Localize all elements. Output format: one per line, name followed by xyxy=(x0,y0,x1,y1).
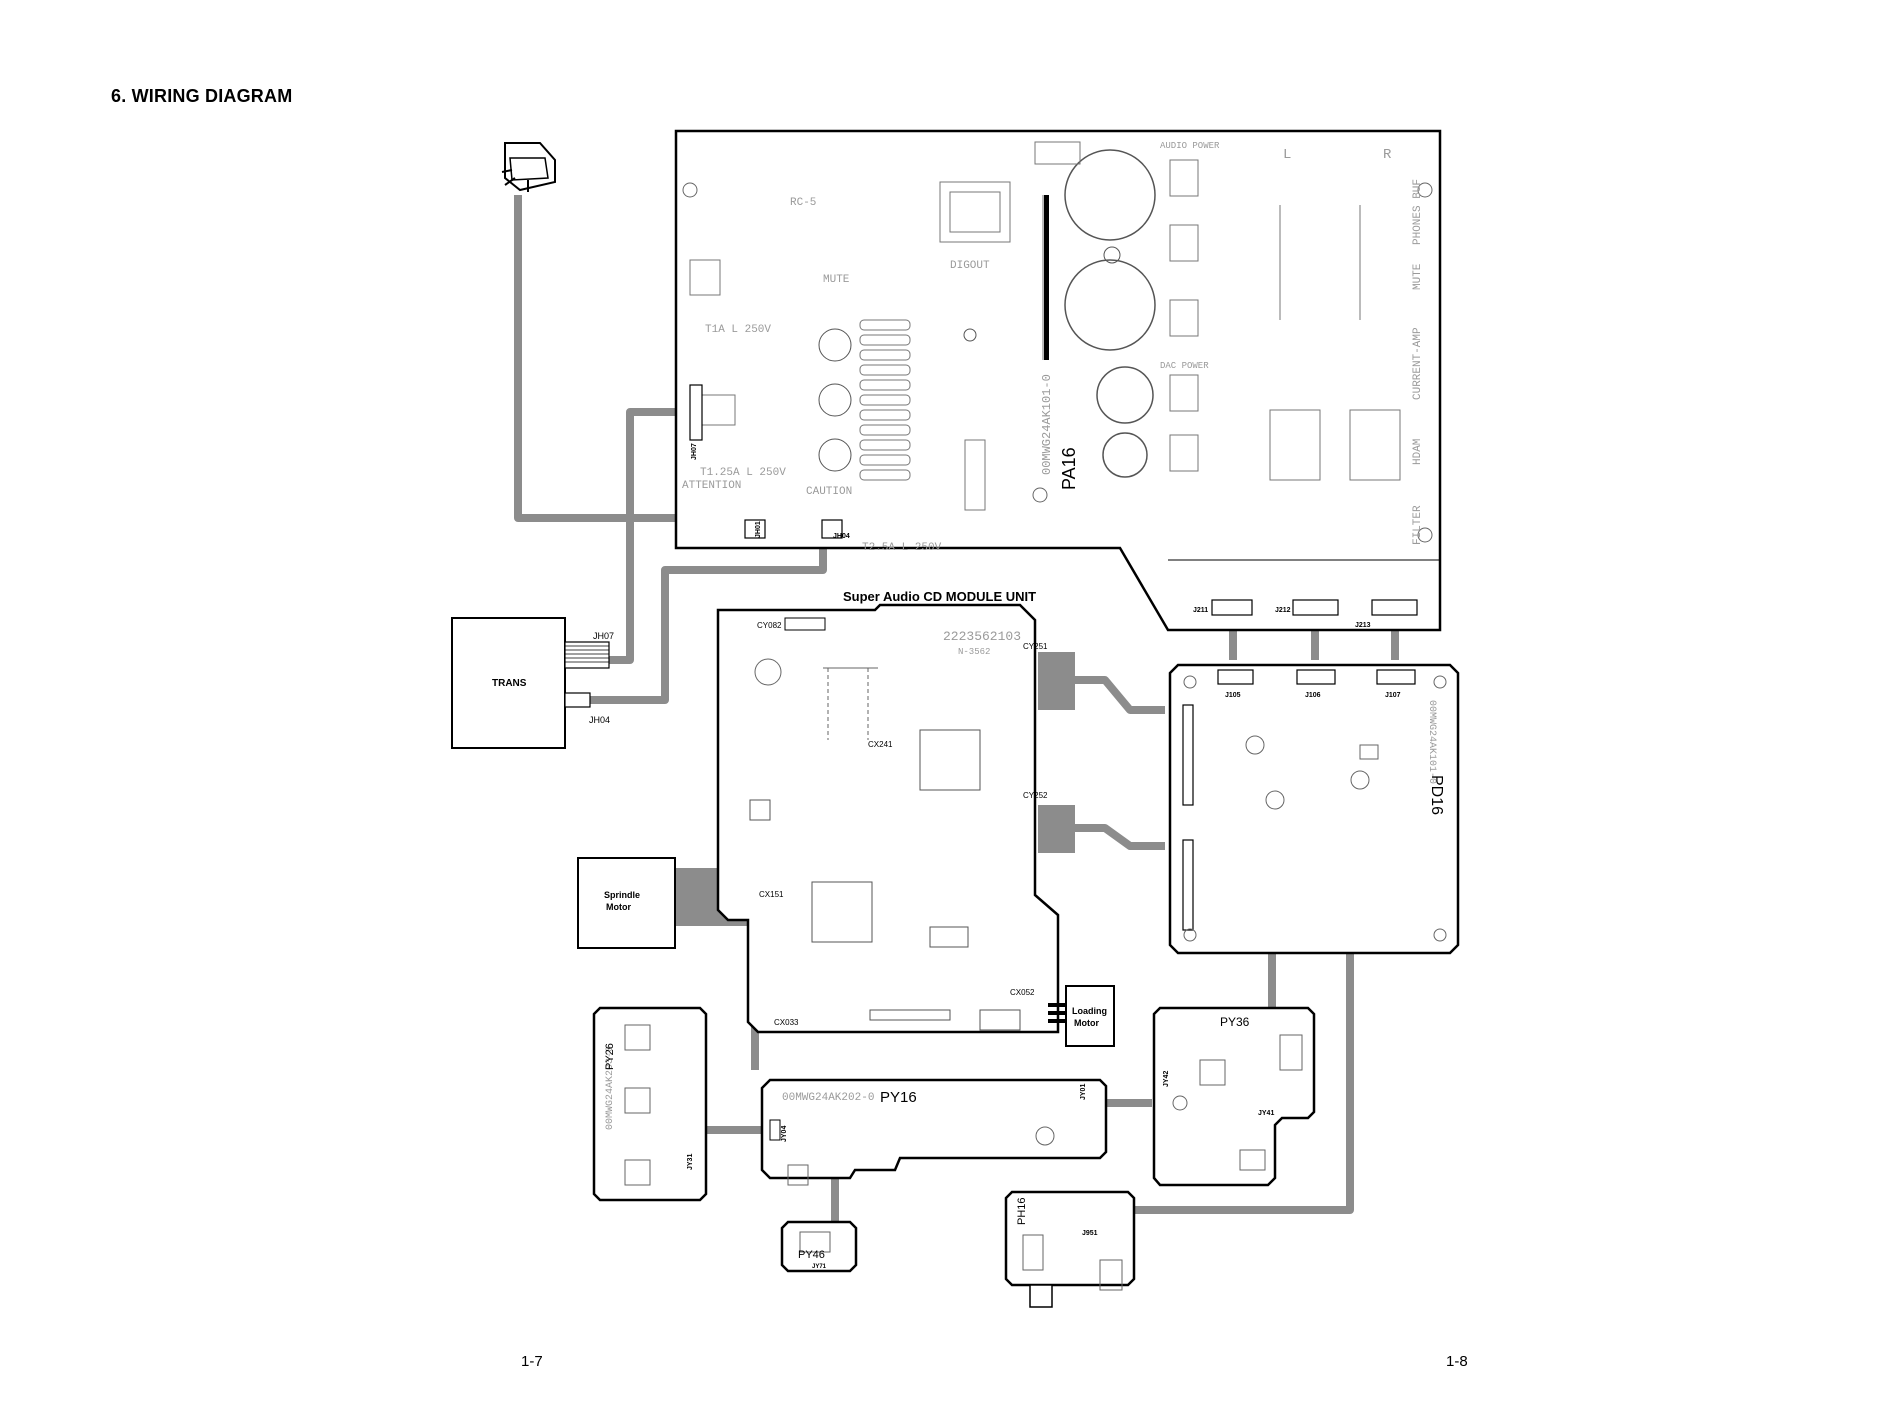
silk-caution: CAUTION xyxy=(806,486,852,498)
silk-side-2: MUTE xyxy=(1412,263,1424,290)
loading-motor-line1: Loading xyxy=(1072,1006,1107,1016)
connector-cx151: CX151 xyxy=(759,890,784,899)
board-py16: 00MWG24AK202-0 PY16 JY01 JY04 xyxy=(760,1078,1108,1186)
trans-jh07-label: JH07 xyxy=(593,631,614,641)
silk-l: L xyxy=(1283,147,1291,163)
pd16-board-name: PD16 xyxy=(1428,775,1445,815)
silk-fuse-1: T1A L 250V xyxy=(705,324,771,336)
pa16-board-name: PA16 xyxy=(1059,447,1079,490)
page-number-left: 1-7 xyxy=(521,1353,543,1370)
connector-cy252: CY252 xyxy=(1023,791,1048,800)
connector-jy04: JY04 xyxy=(781,1126,788,1142)
connector-j105: J105 xyxy=(1225,692,1241,699)
connector-j951: J951 xyxy=(1082,1230,1098,1237)
connector-jy41: JY41 xyxy=(1258,1110,1274,1117)
silk-fuse-2: T1.25A L 250V xyxy=(700,467,786,479)
silk-side-4: HDAM xyxy=(1412,439,1424,465)
py16-board-name: PY16 xyxy=(880,1089,917,1106)
spindle-motor-line1: Sprindle xyxy=(604,890,640,900)
cable-jh07 xyxy=(600,408,690,664)
connector-j212: J212 xyxy=(1275,607,1291,614)
silk-r: R xyxy=(1383,147,1392,163)
cable-jh04 xyxy=(590,525,827,704)
connector-jy71: JY71 xyxy=(812,1264,827,1270)
connector-cx241: CX241 xyxy=(868,740,893,749)
page-title: 6. WIRING DIAGRAM xyxy=(111,86,293,106)
board-py46: PY46 JY71 xyxy=(780,1220,858,1273)
connector-j106: J106 xyxy=(1305,692,1321,699)
pd16-part-number: 00MWG24AK101-0 xyxy=(1426,700,1437,784)
trans-label: TRANS xyxy=(492,678,527,689)
connector-jh04: JH04 xyxy=(833,533,850,540)
silk-side-1: PHONES BUF xyxy=(1412,179,1424,245)
connector-cx052: CX052 xyxy=(1010,988,1035,997)
silk-dac-power: DAC POWER xyxy=(1160,361,1209,371)
board-pa16: RC-5 MUTE DIGOUT T1A L 250V T1.25A L 250… xyxy=(674,129,1442,632)
connector-j107: J107 xyxy=(1385,692,1401,699)
board-sacd-module: Super Audio CD MODULE UNIT 2223562103 N-… xyxy=(716,589,1060,1034)
ph16-board-name: PH16 xyxy=(1016,1197,1028,1225)
silk-side-3: CURRENT-AMP xyxy=(1412,327,1424,400)
ribbon-cy252 xyxy=(1038,805,1075,853)
connector-jh07: JH07 xyxy=(691,443,698,460)
py26-board-name: PY26 xyxy=(604,1043,616,1070)
silk-fuse-3: T2.5A L 250V xyxy=(862,542,942,554)
cable-pd16-ph16 xyxy=(1128,925,1354,1214)
py36-board-name: PY36 xyxy=(1220,1015,1250,1029)
connector-jh01: JH01 xyxy=(755,521,762,538)
trans-jh04-label: JH04 xyxy=(589,715,610,725)
connector-j211: J211 xyxy=(1193,607,1208,614)
pa16-part-number: 00MWG24AK101-0 xyxy=(1040,374,1054,475)
silk-mute: MUTE xyxy=(823,274,850,286)
spindle-motor-line2: Motor xyxy=(606,902,631,912)
board-pd16: J105 J106 J107 00MWG24AK101-0 PD16 xyxy=(1168,663,1460,955)
silk-attention: ATTENTION xyxy=(682,480,741,492)
cable-cy252 xyxy=(1075,824,1165,850)
loading-motor-line2: Motor xyxy=(1074,1018,1099,1028)
silk-side-5: FILTER xyxy=(1412,505,1424,545)
connector-jy31: JY31 xyxy=(687,1154,694,1170)
spindle-motor-block: Sprindle Motor xyxy=(577,857,676,949)
board-py26: 00MWG24AK203-0 PY26 JY31 xyxy=(592,1006,708,1202)
connector-cy251: CY251 xyxy=(1023,642,1048,651)
connector-jy01: JY01 xyxy=(1080,1084,1087,1100)
board-py36: PY36 JY41 JY42 xyxy=(1152,1006,1316,1187)
ac-inlet xyxy=(501,142,556,192)
sacd-code-1: 2223562103 xyxy=(943,629,1021,644)
py16-part-number: 00MWG24AK202-0 xyxy=(782,1092,874,1104)
ribbon-cy251 xyxy=(1038,652,1075,710)
connector-cy082: CY082 xyxy=(757,621,782,630)
silk-digout: DIGOUT xyxy=(950,260,990,272)
connector-j213: J213 xyxy=(1355,622,1371,629)
connector-cx033: CX033 xyxy=(774,1018,799,1027)
connector-jy42: JY42 xyxy=(1163,1071,1170,1087)
cable-cy251 xyxy=(1075,676,1165,714)
cable-ac-inlet xyxy=(514,195,740,522)
board-ph16: PH16 J951 xyxy=(1004,1190,1136,1308)
cables xyxy=(514,195,1399,1255)
trans-block: TRANS JH07 JH04 xyxy=(451,617,614,749)
page-number-right: 1-8 xyxy=(1446,1353,1468,1370)
py46-board-name: PY46 xyxy=(798,1249,825,1261)
silk-rc5: RC-5 xyxy=(790,197,816,209)
py26-part-number: 00MWG24AK203-0 xyxy=(605,1046,616,1130)
sacd-module-title: Super Audio CD MODULE UNIT xyxy=(843,589,1036,604)
sacd-code-2: N-3562 xyxy=(958,647,990,657)
silk-audio-power: AUDIO POWER xyxy=(1160,141,1220,151)
loading-motor-block: Loading Motor xyxy=(1048,985,1115,1047)
